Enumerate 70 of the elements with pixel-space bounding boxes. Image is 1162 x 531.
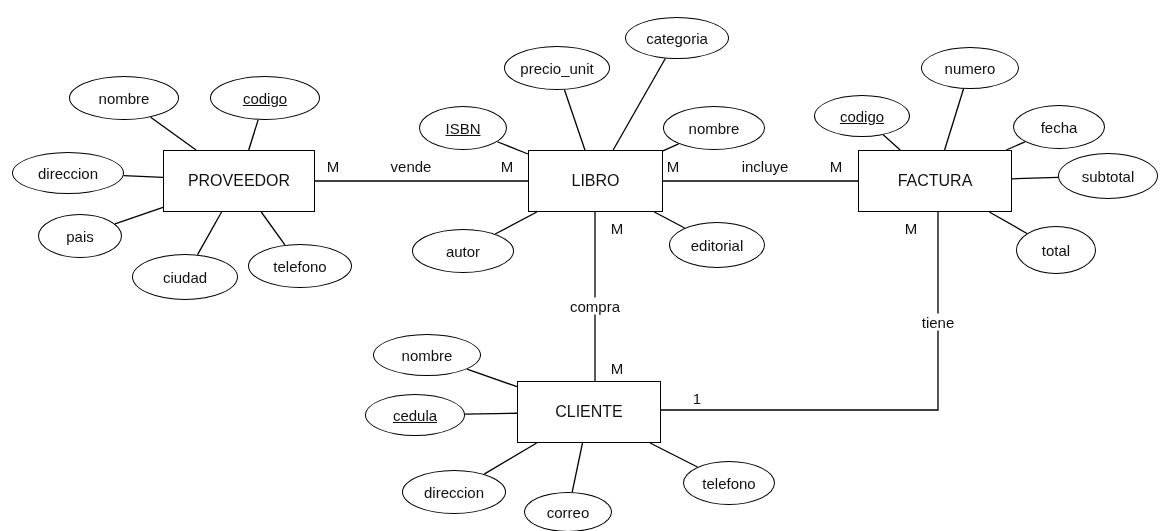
attribute-name: nombre — [688, 119, 740, 137]
attribute-line — [464, 412, 518, 415]
attribute-name: subtotal — [1081, 167, 1135, 185]
attribute-ellipse — [1016, 226, 1096, 274]
attribute-name: precio_unit — [520, 59, 594, 77]
entity-box — [858, 150, 1012, 212]
relationship-line — [660, 211, 939, 411]
cardinality-label: M — [610, 219, 624, 237]
relationship-line — [594, 211, 596, 382]
attribute-name: cedula — [392, 406, 438, 424]
attribute-name: direccion — [424, 483, 484, 501]
attribute-name: fecha — [1040, 118, 1078, 136]
attribute-line — [571, 442, 584, 493]
entity-box — [163, 150, 315, 212]
attribute-line — [496, 141, 529, 155]
attribute-name: nombre — [98, 89, 150, 107]
attribute-name: ciudad — [162, 268, 208, 286]
attribute-ellipse — [38, 214, 122, 258]
attribute-line — [114, 206, 164, 225]
relationship-line — [662, 180, 859, 182]
entity-name: CLIENTE — [555, 403, 623, 421]
attribute-ellipse — [419, 106, 507, 150]
attribute-line — [943, 88, 965, 151]
relationship-line — [314, 180, 529, 182]
attribute-line — [122, 174, 164, 179]
attribute-line — [466, 368, 518, 388]
cardinality-label: M — [829, 157, 843, 175]
attribute-name: telefono — [273, 257, 327, 275]
entity-name: PROVEEDOR — [187, 172, 291, 190]
attribute-name: direccion — [38, 164, 98, 182]
entity-box — [528, 150, 663, 212]
attribute-name: total — [1041, 241, 1071, 259]
cardinality-label: M — [500, 157, 514, 175]
attribute-name: correo — [546, 503, 590, 521]
attribute-name: pais — [66, 227, 94, 245]
attribute-line — [260, 211, 286, 246]
cardinality-label: M — [666, 157, 680, 175]
edge-label: tiene — [919, 313, 957, 331]
attribute-name: nombre — [401, 346, 453, 364]
attribute-line — [1011, 176, 1059, 180]
attribute-name: editorial — [690, 236, 744, 254]
attribute-line — [150, 116, 197, 151]
cardinality-label: M — [610, 359, 624, 377]
attribute-line — [483, 442, 538, 475]
attribute-line — [563, 89, 586, 151]
attribute-name: codigo — [839, 107, 885, 125]
cardinality-label: 1 — [692, 389, 702, 407]
attribute-name: autor — [445, 242, 481, 260]
attribute-line — [882, 134, 901, 151]
attribute-name: ISBN — [445, 119, 481, 137]
entity-box — [517, 381, 661, 443]
attribute-line — [248, 119, 259, 151]
attribute-ellipse — [1013, 105, 1105, 149]
attribute-line — [653, 211, 686, 229]
cardinality-label: M — [326, 157, 340, 175]
attribute-line — [662, 143, 680, 152]
entity-name: FACTURA — [897, 172, 973, 190]
attribute-name: categoria — [646, 29, 708, 47]
attribute-name: codigo — [242, 89, 288, 107]
attribute-name: numero — [944, 59, 996, 77]
attribute-line — [612, 57, 666, 151]
attribute-line — [988, 211, 1028, 235]
attribute-name: telefono — [702, 474, 756, 492]
attribute-line — [196, 211, 223, 256]
attribute-line — [1005, 141, 1026, 151]
entity-name: LIBRO — [571, 172, 620, 190]
attribute-line — [494, 211, 538, 235]
cardinality-label: M — [904, 219, 918, 237]
edge-label: compra — [568, 297, 622, 315]
attribute-line — [649, 442, 699, 468]
